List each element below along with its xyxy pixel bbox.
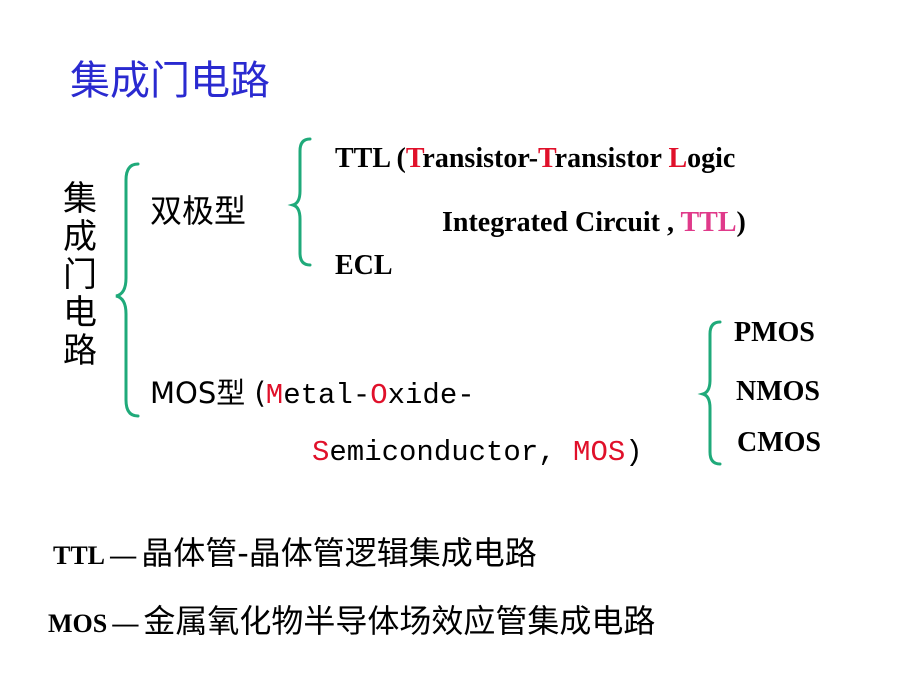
definition-ttl: TTL — 晶体管-晶体管逻辑集成电路 [53, 534, 537, 572]
ecl-label: ECL [335, 250, 393, 281]
bipolar-label: 双极型 [150, 192, 247, 230]
ttl-line-1: TTL (Transistor-Transistor Logic [335, 143, 736, 174]
main-brace [115, 162, 140, 418]
mos-line-2: Semiconductor, MOS) [312, 436, 643, 469]
ttl-line-2: Integrated Circuit , TTL) [442, 207, 746, 238]
vertical-char: 集 [63, 179, 97, 219]
page-title: 集成门电路 [70, 58, 270, 104]
mos-brace [697, 320, 722, 466]
definition-mos: MOS — 金属氧化物半导体场效应管集成电路 [48, 602, 656, 640]
mos-line-1: MOS型 (Metal-Oxide- [150, 376, 475, 412]
vertical-char: 路 [63, 331, 97, 371]
mos-type-cmos: CMOS [737, 427, 821, 458]
vertical-char: 门 [63, 255, 97, 295]
vertical-label: 集 成 门 电 路 [55, 180, 105, 370]
vertical-char: 成 [63, 217, 97, 257]
mos-type-pmos: PMOS [734, 317, 815, 348]
bipolar-brace [287, 137, 312, 267]
vertical-char: 电 [63, 293, 97, 333]
mos-type-nmos: NMOS [736, 376, 820, 407]
